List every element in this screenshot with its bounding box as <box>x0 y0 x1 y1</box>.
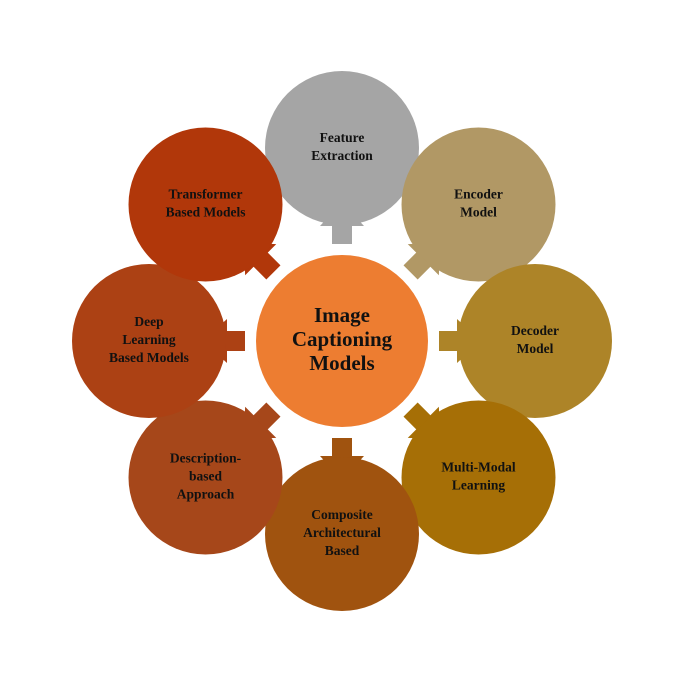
node-label-line: Encoder <box>454 187 503 202</box>
node-label-line: based <box>189 469 223 484</box>
node-label-line: Deep <box>134 314 163 329</box>
node-label-line: Extraction <box>311 148 373 163</box>
center-label-line: Captioning <box>292 327 393 351</box>
center-label-line: Image <box>314 303 370 327</box>
node-circle <box>401 400 556 555</box>
node-label-line: Model <box>517 341 554 356</box>
node-label-line: Learning <box>452 478 506 493</box>
node-label-line: Based <box>325 543 360 558</box>
node-circle <box>458 264 612 418</box>
node-label-line: Based Models <box>109 350 189 365</box>
node-label-line: Model <box>460 205 497 220</box>
node-label-line: Learning <box>122 332 176 347</box>
node-label-line: Multi-Modal <box>441 460 515 475</box>
node-label-line: Decoder <box>511 323 559 338</box>
center-label-line: Models <box>309 351 374 375</box>
node-label-line: Composite <box>311 507 373 522</box>
node-circle <box>265 71 419 225</box>
node-circle <box>72 264 226 418</box>
node-circle <box>265 457 419 611</box>
node-label-line: Description- <box>170 451 241 466</box>
node-circle <box>128 127 283 282</box>
node-label-line: Based Models <box>166 205 246 220</box>
node-label-line: Feature <box>320 130 365 145</box>
node-label-line: Architectural <box>303 525 381 540</box>
node-circle <box>401 127 556 282</box>
node-label-line: Approach <box>177 487 235 502</box>
node-circle <box>128 400 283 555</box>
node-label-line: Transformer <box>169 187 243 202</box>
center-circle <box>256 255 428 427</box>
